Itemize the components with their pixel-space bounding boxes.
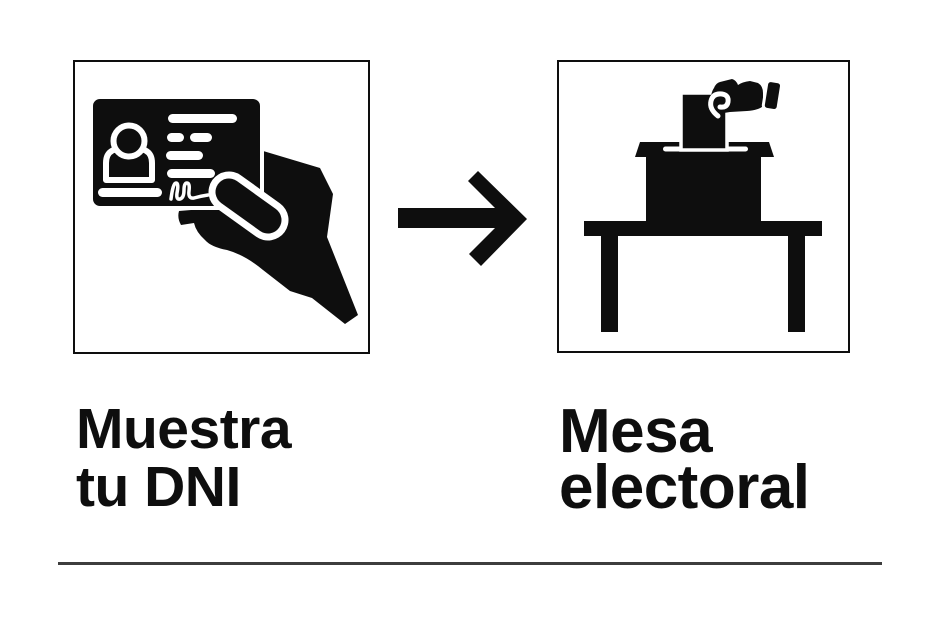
ballot-box-on-table-icon [584,79,822,332]
step-label-line: Mesa [559,397,713,466]
hand-holding-id-card-icon [89,95,358,324]
step-box-show-dni [73,60,370,354]
bottom-divider-line [58,562,882,565]
step-label-line: electoral [559,453,810,522]
arrow-shape [398,171,527,266]
right-arrow-icon [398,171,527,266]
ballot-box-body [646,157,761,221]
step-box-ballot-table [557,60,850,353]
portrait-head [110,122,148,160]
table-leg-right [788,236,805,332]
signature-squiggle [169,181,210,201]
step-label-line: Muestra [76,397,292,461]
step-label-line: tu DNI [76,455,241,519]
finger-curl [708,91,731,119]
table-leg-left [601,236,618,332]
card-text-lines [98,114,237,197]
step-label-show-dni: Muestra tu DNI [76,397,292,519]
table-top [584,221,822,236]
sleeve-cuff [761,79,784,112]
step-label-mesa-electoral: Mesa electoral [559,397,810,522]
thumb [208,171,289,241]
